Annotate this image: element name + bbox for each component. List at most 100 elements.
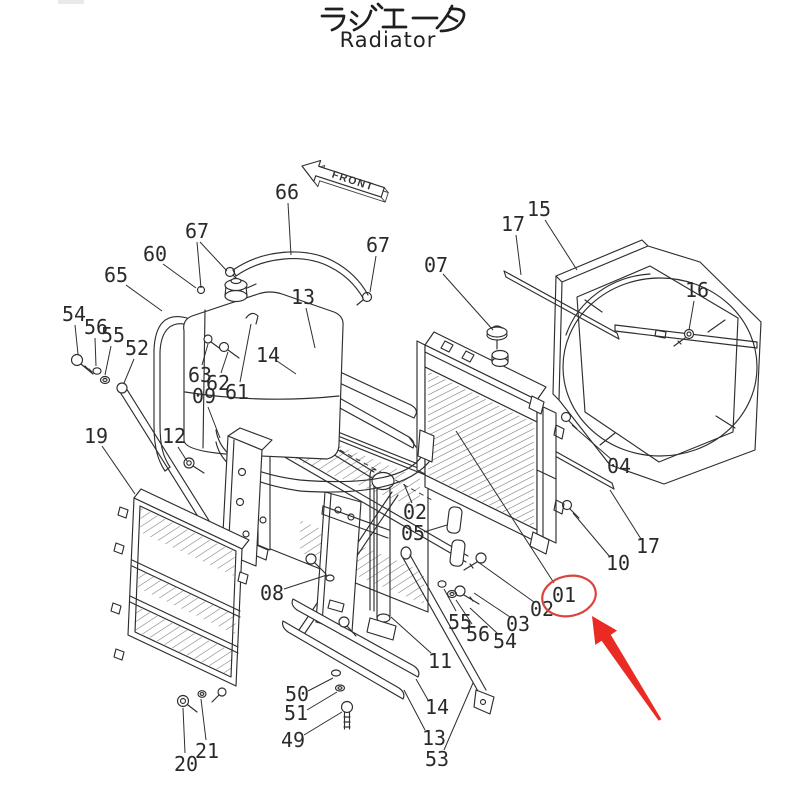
leader-line xyxy=(571,424,612,460)
leader-line xyxy=(544,219,578,271)
reservoir-tank-group xyxy=(153,251,435,493)
leader-line xyxy=(469,607,498,634)
part-number-label: 09 xyxy=(192,384,216,408)
part-number-label: 17 xyxy=(636,534,660,558)
part-number-label: 54 xyxy=(493,629,517,653)
leader-line xyxy=(239,323,252,383)
part-number-label: 49 xyxy=(281,728,305,752)
title-english: Radiator xyxy=(340,28,437,52)
leader-line xyxy=(442,273,494,331)
part-number-label: 08 xyxy=(260,581,284,605)
part-number-label: 16 xyxy=(685,278,709,302)
leader-line xyxy=(688,300,695,331)
part-number-label: 05 xyxy=(401,521,425,545)
bolt-02 xyxy=(463,552,487,571)
washer-50 xyxy=(330,669,342,677)
leader-line xyxy=(182,707,186,754)
leader-line xyxy=(177,446,188,462)
leader-line xyxy=(515,234,522,276)
part-number-label: 54 xyxy=(62,302,86,326)
leader-line xyxy=(74,324,79,355)
title-japanese: ラジエータ xyxy=(325,0,454,29)
cushion-05 xyxy=(446,506,466,567)
radiator-side-channel xyxy=(536,403,557,544)
leader-line xyxy=(101,445,136,495)
bolt-54-left xyxy=(70,353,94,375)
part-number-label: 55 xyxy=(448,610,472,634)
bolt-washer-cluster xyxy=(305,553,357,637)
leader-line xyxy=(162,263,197,289)
leader-line xyxy=(104,345,112,376)
part-number-label: 51 xyxy=(284,701,308,725)
fan-shroud-group xyxy=(503,239,762,519)
part-number-label: 14 xyxy=(425,695,449,719)
part-number-label: 63 xyxy=(188,363,212,387)
leader-line xyxy=(443,588,457,612)
leader-line xyxy=(303,711,343,736)
leader-line xyxy=(403,483,413,504)
pointer-arrow xyxy=(592,616,662,721)
part-number-label: 13 xyxy=(422,726,446,750)
part-number-label: 03 xyxy=(506,612,530,636)
leader-line xyxy=(199,241,228,272)
leader-line xyxy=(443,682,474,751)
part-number-label: 60 xyxy=(143,242,167,266)
bolt-03 xyxy=(454,585,480,605)
part-number-label: 52 xyxy=(125,336,149,360)
red-annotation-layer xyxy=(541,574,662,721)
part-number-label: 01 xyxy=(552,583,576,607)
condenser-group xyxy=(110,488,250,713)
guard-tube-11 xyxy=(321,469,397,641)
part-number-label: 13 xyxy=(291,285,315,309)
reservoir-tank-60 xyxy=(183,291,344,460)
part-number-label: 62 xyxy=(206,371,230,395)
leader-line xyxy=(196,241,202,289)
bolt-12 xyxy=(183,457,205,474)
part-number-label: 10 xyxy=(606,551,630,575)
leader-line xyxy=(473,592,511,618)
part-number-label: 65 xyxy=(104,263,128,287)
part-number-label: 56 xyxy=(466,622,490,646)
part-number-label: 04 xyxy=(607,454,631,478)
washer-55-left xyxy=(99,375,111,385)
radiator-group xyxy=(416,325,565,605)
part-number-label: 19 xyxy=(84,424,108,448)
leader-line xyxy=(125,284,163,312)
leader-line xyxy=(306,691,338,711)
shroud-fan-opening xyxy=(562,277,758,457)
part-number-label: 66 xyxy=(275,180,299,204)
bolt-49 xyxy=(340,700,354,730)
oil-cooler-frame-group xyxy=(249,383,495,730)
part-number-label: 15 xyxy=(527,197,551,221)
leader-line xyxy=(200,698,207,741)
hose-clamp-67 xyxy=(196,266,373,306)
leader-line xyxy=(403,689,426,731)
hose-65 xyxy=(153,316,190,472)
part-number-label: 07 xyxy=(424,253,448,277)
leader-line xyxy=(390,616,432,654)
leader-line xyxy=(307,677,334,692)
page-title: ラジエータ Radiator xyxy=(320,0,466,52)
leader-line xyxy=(207,406,221,439)
front-label: FRONT xyxy=(330,169,375,194)
washer-51 xyxy=(334,684,346,692)
title-japanese-strokes xyxy=(320,2,466,33)
part-number-label: 12 xyxy=(162,424,186,448)
part-number-label: 21 xyxy=(195,739,219,763)
part-number-label: 11 xyxy=(428,649,452,673)
bolt-20 xyxy=(176,694,198,713)
part-number-label: 56 xyxy=(84,315,108,339)
arm-52 xyxy=(116,382,214,532)
leader-line xyxy=(455,599,473,625)
bracket-plate-08 xyxy=(315,491,362,633)
part-number-label: 61 xyxy=(225,380,249,404)
highlight-circle xyxy=(541,574,597,618)
leader-line xyxy=(369,255,377,293)
bolt-62 xyxy=(218,341,240,359)
part-number-label: 67 xyxy=(185,219,209,243)
callouts-layer: 6667676065545655526362611314091219071715… xyxy=(62,180,709,776)
bolt-16 xyxy=(673,328,695,347)
washer-55-56 xyxy=(437,580,458,599)
